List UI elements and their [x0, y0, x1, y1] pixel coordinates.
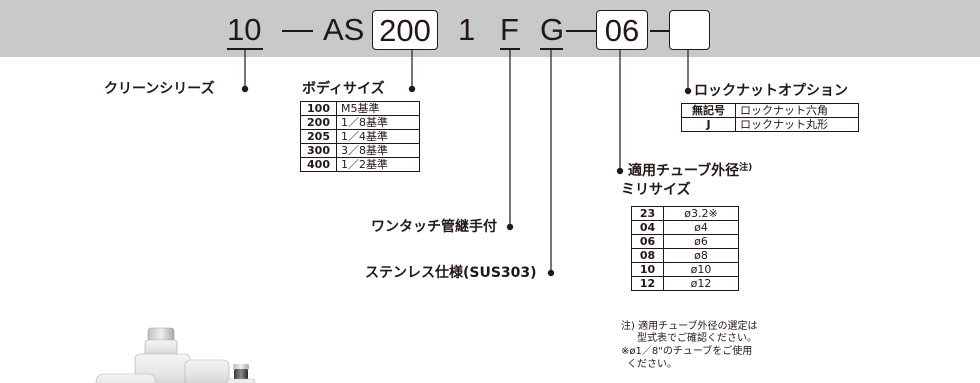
- speed-controller-small: [226, 364, 256, 383]
- label-body-size: ボディサイズ: [302, 81, 385, 97]
- code-seg-06-box: 06: [596, 10, 648, 50]
- label-tube-od-text: 適用チューブ外径: [628, 163, 740, 179]
- code-dash-2: —: [566, 11, 597, 46]
- dot-tube-od: [616, 167, 624, 175]
- label-one-touch: ワンタッチ管継手付: [371, 219, 497, 235]
- code-seg-g: G: [540, 12, 565, 47]
- note-line-2: 型式表でご確認ください。: [637, 333, 757, 344]
- label-locknut-option: ロックナットオプション: [694, 83, 848, 99]
- label-tube-od-mm: ミリサイズ: [621, 182, 691, 198]
- dot-one-touch: [506, 223, 514, 231]
- code-seg-as: AS: [323, 12, 365, 47]
- table-cell-desc: ø12: [663, 276, 739, 291]
- dot-locknut: [684, 87, 692, 95]
- dot-clean-series: [241, 85, 249, 93]
- dot-body-size: [408, 85, 416, 93]
- label-tube-od: 適用チューブ外径注): [628, 163, 753, 179]
- code-seg-f: F: [500, 12, 519, 47]
- label-clean-series: クリーンシリーズ: [104, 81, 215, 97]
- code-seg-g-underline: [540, 48, 563, 50]
- model-code-band: [0, 0, 980, 57]
- code-seg-10: 10: [227, 12, 262, 47]
- table-cell-desc: 1／2基準: [336, 157, 420, 172]
- table-cell-desc: ロックナット丸形: [735, 117, 859, 132]
- dot-stainless: [547, 269, 555, 277]
- note-line-4: ください。: [627, 359, 677, 370]
- code-seg-f-underline: [500, 48, 520, 50]
- code-seg-200-box: 200: [372, 10, 438, 50]
- table-row: 無記号ロックナット六角: [681, 103, 859, 118]
- note-line-3: ※ø1／8"のチューブをご使用: [621, 346, 753, 357]
- note-line-1: 注) 適用チューブ外径の選定は: [621, 321, 758, 332]
- code-seg-10-underline: [227, 48, 263, 50]
- label-stainless: ステンレス仕様(SUS303): [365, 265, 537, 281]
- code-option-box: [669, 10, 710, 50]
- code-seg-1: 1: [458, 12, 476, 47]
- label-tube-od-note-mark: 注): [739, 163, 753, 173]
- speed-controller-large: [95, 327, 230, 383]
- code-dash-1: —: [282, 11, 313, 46]
